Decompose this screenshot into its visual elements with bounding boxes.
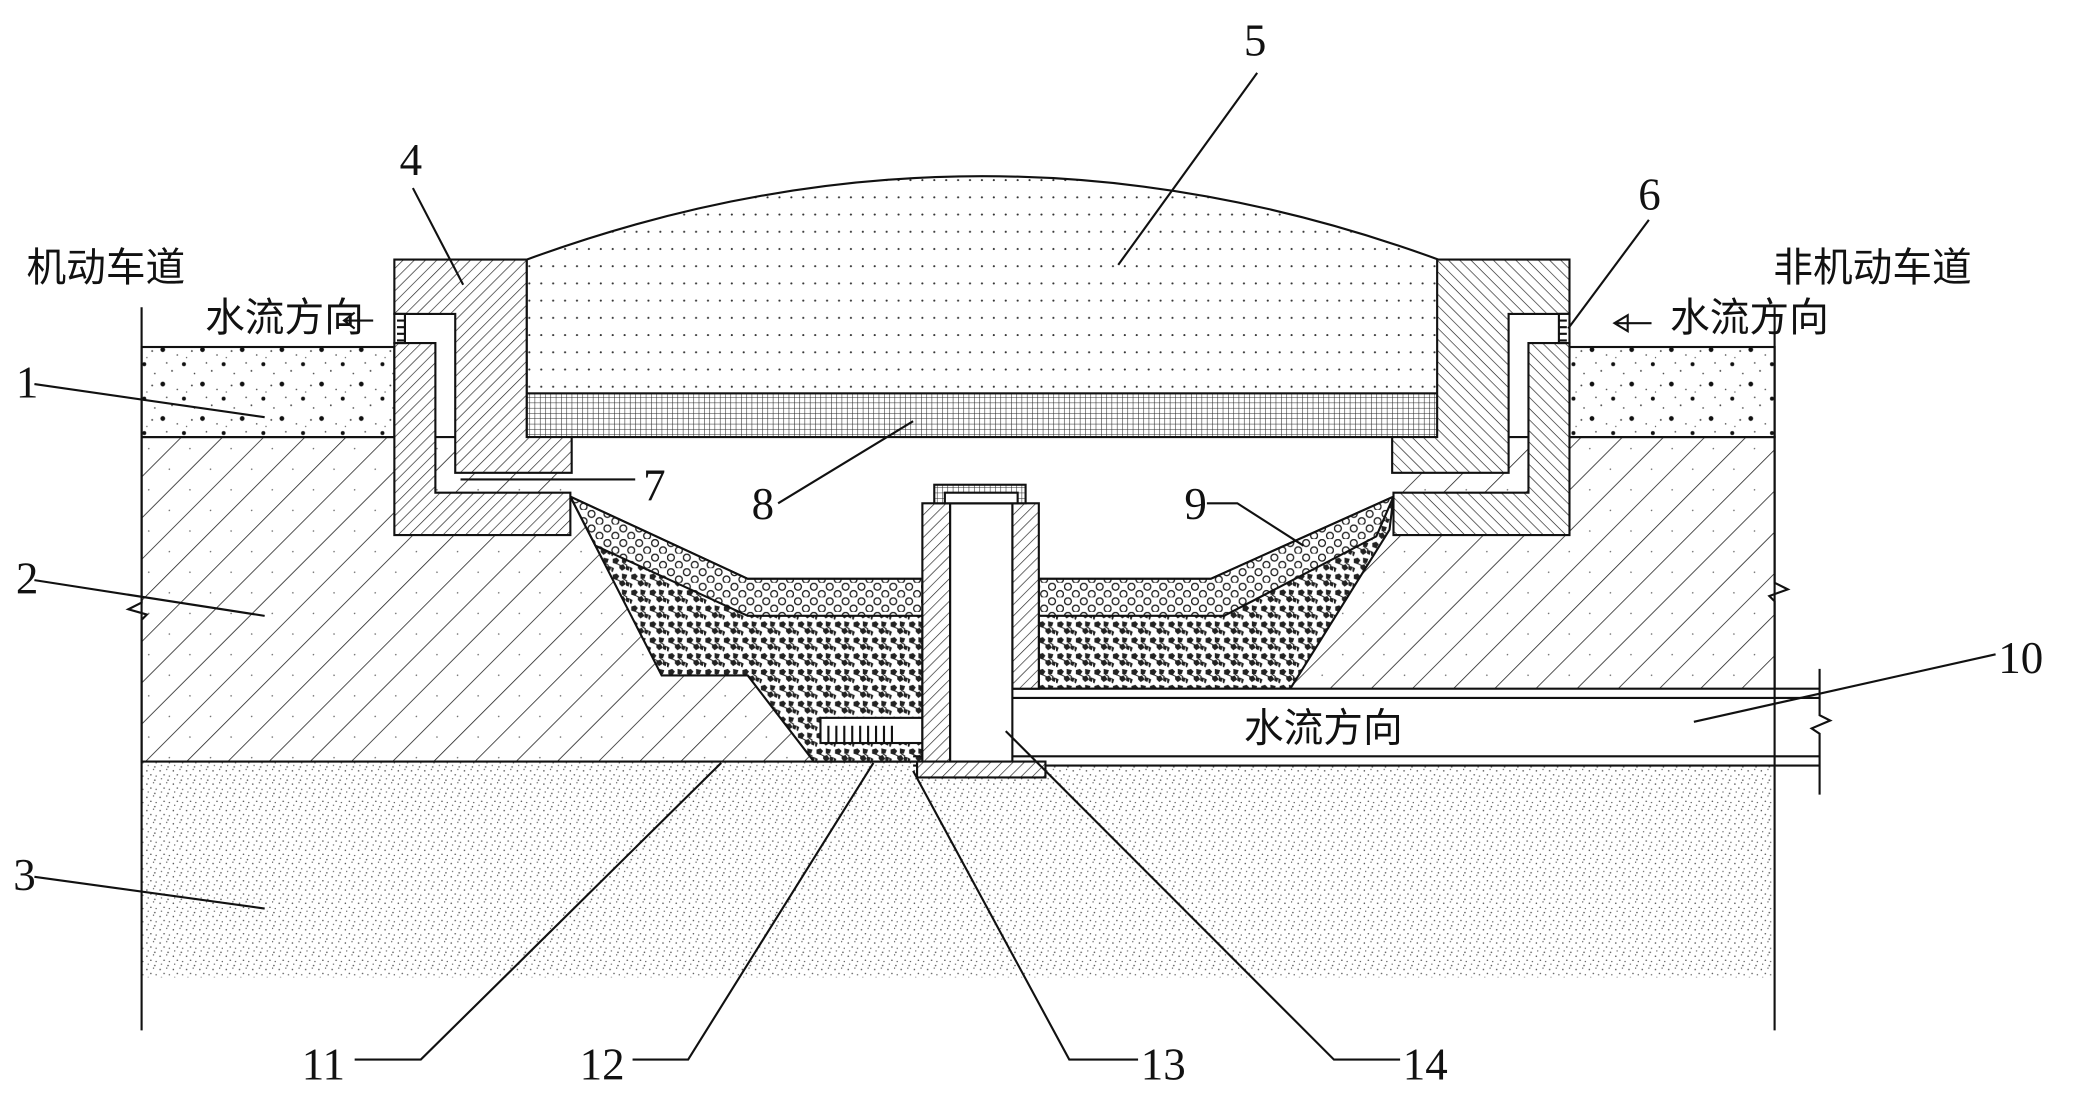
svg-text:8: 8: [752, 479, 774, 529]
svg-text:5: 5: [1244, 16, 1266, 66]
flow-direction-pipe: 水流方向: [1244, 706, 1403, 752]
perforated-pipe: [820, 718, 922, 743]
svg-text:7: 7: [643, 461, 665, 511]
svg-text:3: 3: [13, 850, 35, 900]
planting-soil: [527, 176, 1439, 395]
flow-direction-right: 水流方向: [1670, 295, 1829, 341]
motor-lane-label: 机动车道: [26, 245, 185, 291]
svg-text:10: 10: [1998, 633, 2043, 683]
svg-text:13: 13: [1141, 1039, 1186, 1089]
svg-text:14: 14: [1403, 1039, 1448, 1089]
svg-text:12: 12: [580, 1039, 625, 1089]
layer-1-surface-right: [1569, 347, 1774, 437]
svg-text:11: 11: [302, 1039, 345, 1089]
layer-3-subgrade: [142, 762, 1775, 978]
svg-text:1: 1: [16, 357, 38, 407]
left-arrow-icon: [1614, 315, 1651, 331]
non-motor-lane-label: 非机动车道: [1773, 245, 1971, 291]
layer-1-surface-left: [142, 347, 395, 437]
geotextile-layer: [527, 393, 1439, 437]
flow-direction-left: 水流方向: [205, 295, 364, 341]
svg-text:9: 9: [1184, 479, 1206, 529]
svg-text:6: 6: [1638, 169, 1660, 219]
svg-text:4: 4: [400, 135, 422, 185]
svg-text:2: 2: [16, 553, 38, 603]
base-plate: [917, 762, 1045, 778]
